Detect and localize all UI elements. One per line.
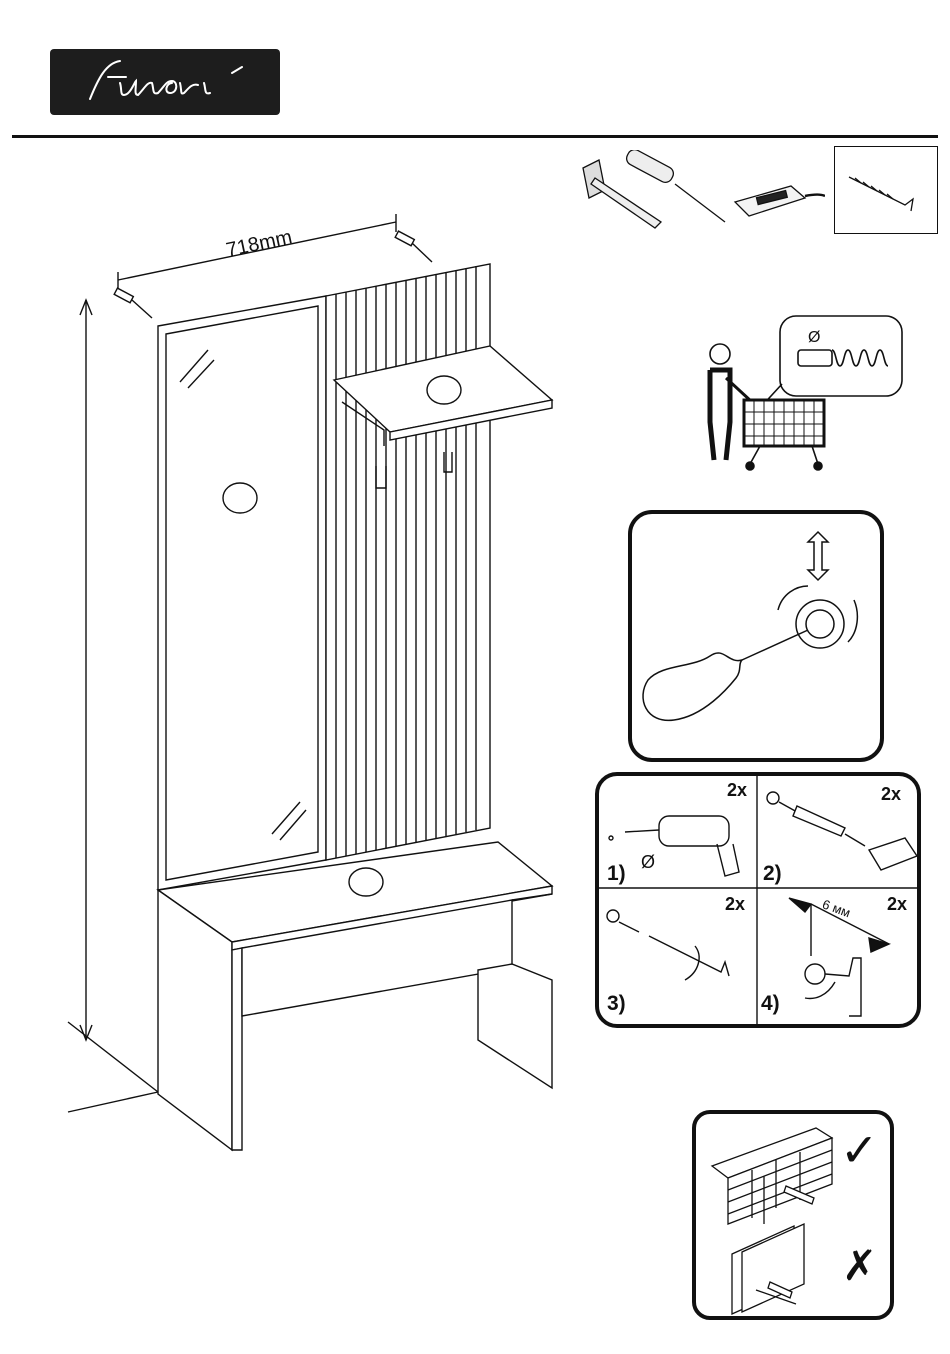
width-dimension-label: 718mm	[224, 226, 294, 261]
finori-script-logo	[50, 49, 280, 115]
screwdriver-adjust-icon	[632, 514, 880, 758]
step-count: 2x	[887, 894, 907, 914]
step-count: 2x	[727, 780, 747, 800]
hall-stand-drawing: 718mm	[0, 140, 580, 1170]
step-4: 2x 4) 6 мм	[761, 894, 907, 1016]
step-label: 4)	[761, 992, 780, 1015]
step-count: 2x	[725, 894, 745, 914]
brand-logo	[50, 49, 280, 115]
step-label: 2)	[763, 862, 782, 885]
check-icon: ✓	[840, 1124, 879, 1176]
cross-icon: ✗	[842, 1242, 877, 1289]
step-label: 3)	[607, 992, 626, 1015]
hook-install-steps: 2x 1) Ø 2x 2) 2x 3)	[595, 772, 921, 1028]
diameter-symbol: Ø	[641, 852, 655, 872]
wall-screw-icon	[114, 288, 152, 318]
wall-type-panel: ✓ ✗	[692, 1110, 894, 1320]
step-label: 1)	[607, 862, 626, 885]
step-2: 2x 2)	[763, 784, 917, 885]
plasterboard-wall-icon	[732, 1224, 804, 1314]
step-count: 2x	[881, 784, 901, 804]
step-3: 2x 3)	[607, 894, 745, 1015]
spirit-level-icon	[735, 186, 825, 216]
header-rule	[12, 135, 938, 138]
brick-wall-icon	[712, 1128, 832, 1224]
screw-hook-icon	[849, 177, 913, 211]
wall-screw-icon	[395, 231, 432, 262]
screw-hook-icon	[649, 936, 729, 976]
wall-plug-icon	[793, 806, 845, 836]
hardware-box	[834, 146, 938, 234]
step-1: 2x 1) Ø	[607, 780, 747, 885]
adjust-hinge-panel	[628, 510, 884, 762]
diameter-symbol: Ø	[808, 329, 820, 346]
